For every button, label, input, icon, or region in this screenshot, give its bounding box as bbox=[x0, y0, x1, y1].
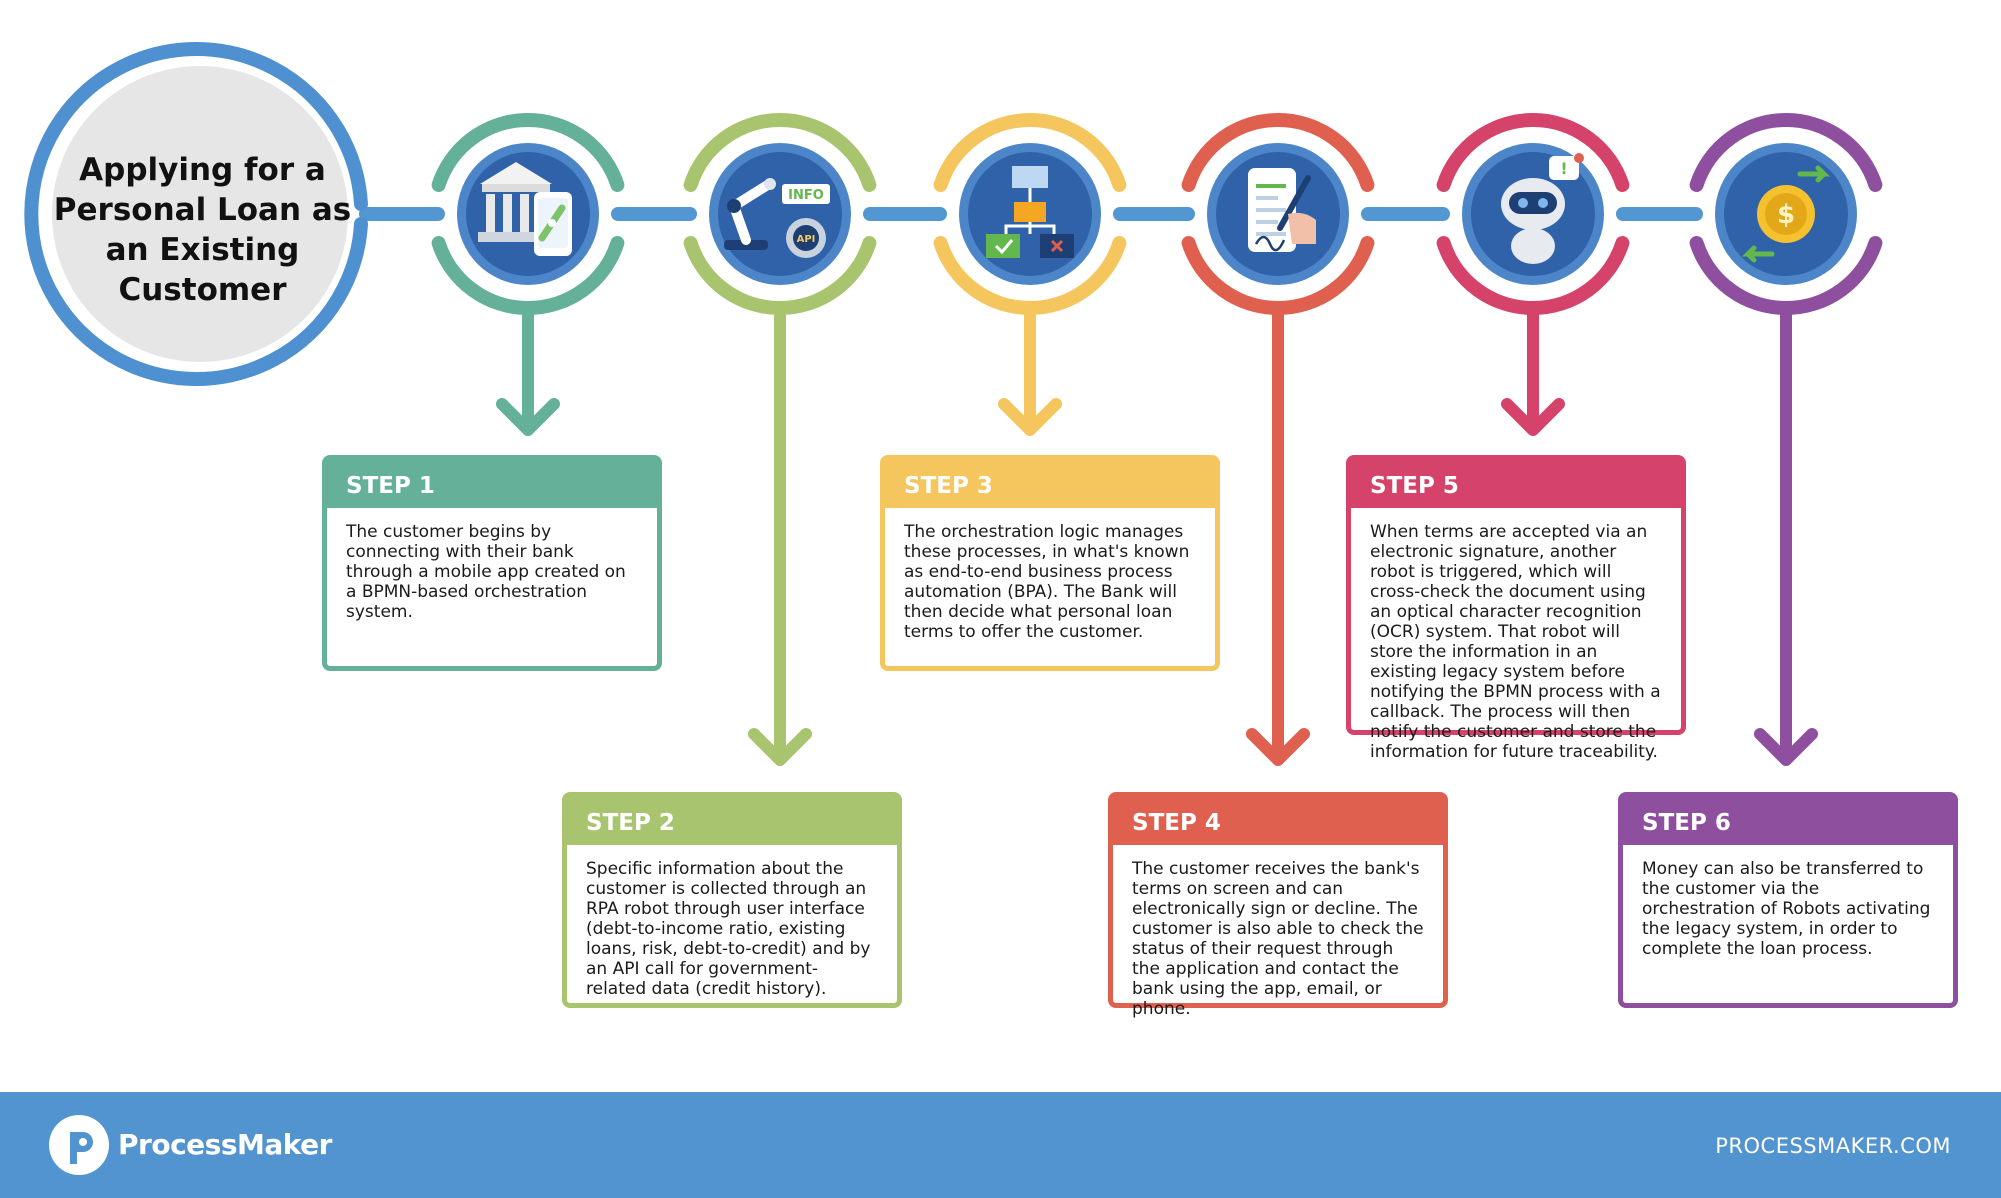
step-ring-5 bbox=[1436, 113, 1630, 315]
step-title: STEP 5 bbox=[1351, 460, 1681, 508]
svg-text:$: $ bbox=[1777, 200, 1795, 230]
step-card-5: STEP 5 When terms are accepted via an ele… bbox=[1346, 455, 1686, 762]
step-arrow-1 bbox=[496, 304, 560, 436]
step-description: Specific information about the customer … bbox=[586, 859, 871, 999]
step-ring-2 bbox=[683, 113, 877, 315]
svg-text:!: ! bbox=[1560, 159, 1567, 178]
step-arrow-3 bbox=[998, 304, 1062, 436]
step-title: STEP 3 bbox=[885, 460, 1215, 508]
step-ring-4 bbox=[1181, 113, 1375, 315]
step-card-4: STEP 4 The customer receives the bank's t… bbox=[1108, 792, 1448, 1019]
processmaker-logo-icon bbox=[49, 1115, 109, 1175]
website-link[interactable]: PROCESSMAKER.COM bbox=[1715, 1134, 1951, 1158]
step-card-3: STEP 3 The orchestration logic manages th… bbox=[880, 455, 1220, 671]
svg-text:API: API bbox=[797, 234, 816, 245]
step-description: The customer receives the bank's terms o… bbox=[1132, 859, 1424, 1019]
step-node-2: INFO API bbox=[683, 113, 877, 766]
step-ring-1 bbox=[431, 113, 625, 315]
robot-arm-api-icon: INFO API bbox=[724, 178, 830, 258]
step-card-1: STEP 1 The customer begins by connecting … bbox=[322, 455, 662, 671]
page-title: Applying for a Personal Loan as an Exist… bbox=[53, 152, 352, 308]
step-arrow-6 bbox=[1754, 304, 1818, 766]
step-node-1 bbox=[431, 113, 625, 436]
phone-signature-icon bbox=[1248, 168, 1316, 252]
step-description: The orchestration logic manages these pr… bbox=[904, 522, 1190, 642]
step-ring-6 bbox=[1689, 113, 1883, 315]
step-title: STEP 1 bbox=[327, 460, 657, 508]
footer-bar: ProcessMaker PROCESSMAKER.COM bbox=[0, 1092, 2001, 1198]
step-description: When terms are accepted via an electroni… bbox=[1370, 522, 1661, 762]
step-title: STEP 6 bbox=[1623, 797, 1953, 845]
robot-alert-icon: ! bbox=[1501, 153, 1584, 264]
title-disc bbox=[24, 42, 368, 386]
step-card-2: STEP 2 Specific information about the cus… bbox=[562, 792, 902, 1008]
step-card-6: STEP 6 Money can also be transferred to t… bbox=[1618, 792, 1958, 1008]
step-node-3 bbox=[933, 113, 1127, 436]
flowchart-icon bbox=[986, 166, 1074, 258]
coin-transfer-icon: $ bbox=[1741, 165, 1831, 263]
step-arrow-4 bbox=[1246, 304, 1310, 766]
step-description: Money can also be transferred to the cus… bbox=[1642, 859, 1931, 959]
svg-text:INFO: INFO bbox=[788, 188, 824, 203]
step-node-4 bbox=[1181, 113, 1375, 766]
brand-name: ProcessMaker bbox=[118, 1128, 332, 1161]
step-title: STEP 4 bbox=[1113, 797, 1443, 845]
bank-phone-icon bbox=[478, 162, 572, 256]
step-description: The customer begins by connecting with t… bbox=[346, 522, 626, 622]
step-ring-3 bbox=[933, 113, 1127, 315]
step-node-5: ! bbox=[1436, 113, 1630, 436]
step-arrow-2 bbox=[748, 304, 812, 766]
step-title: STEP 2 bbox=[567, 797, 897, 845]
step-arrow-5 bbox=[1501, 304, 1565, 436]
step-node-6: $ bbox=[1689, 113, 1883, 766]
